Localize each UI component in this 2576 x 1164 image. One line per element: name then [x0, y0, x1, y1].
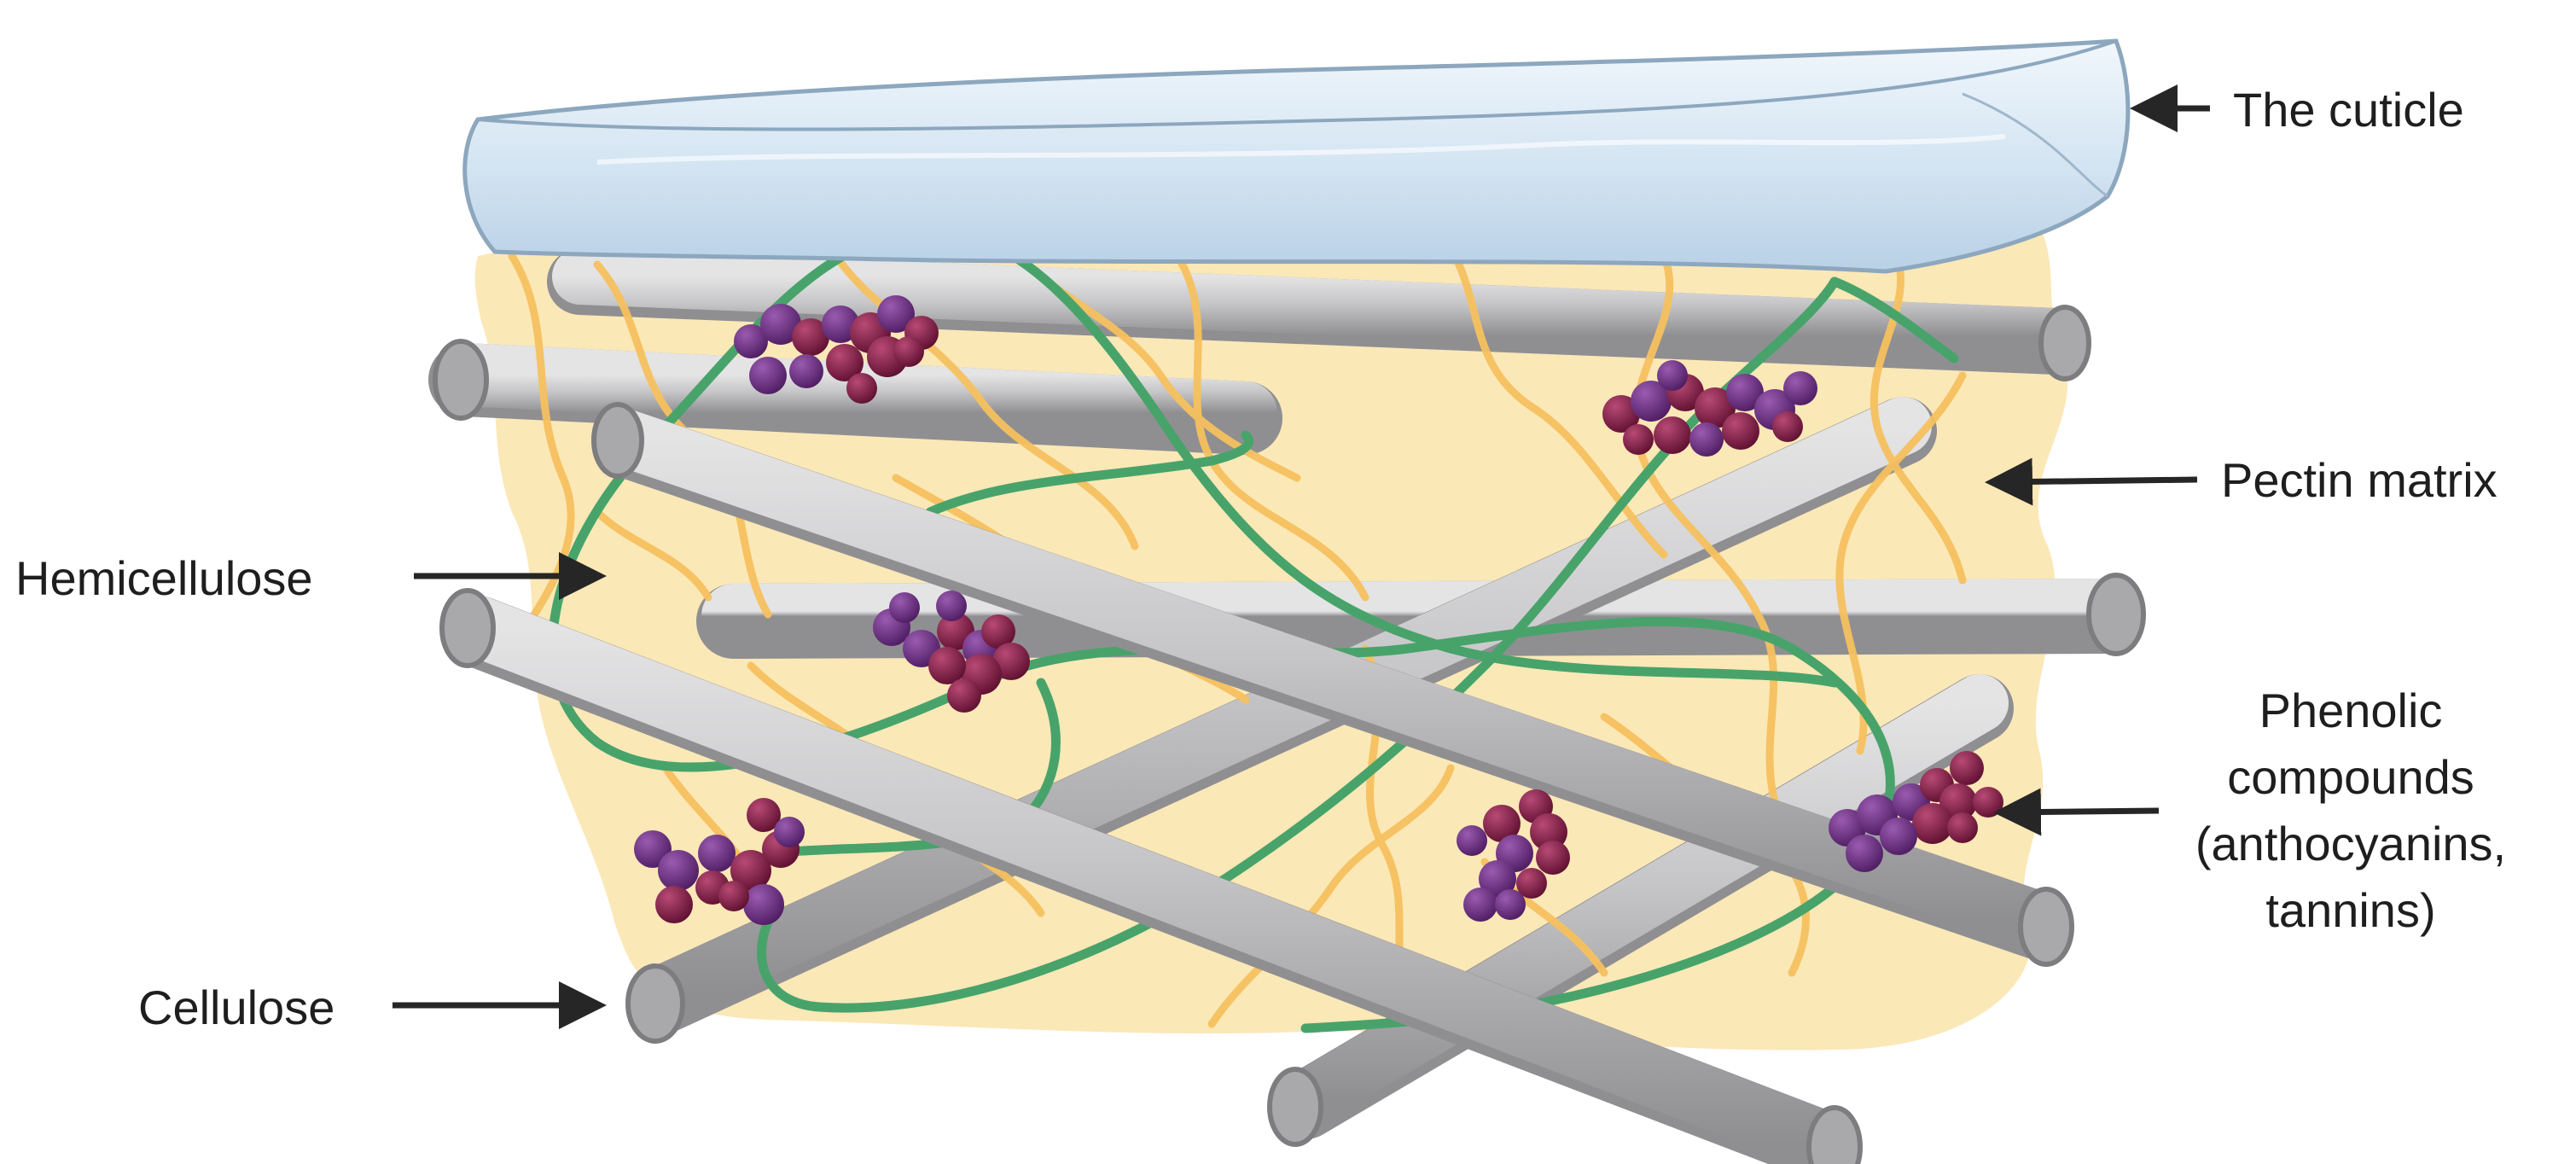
phenolic-label-line: tannins) — [2265, 883, 2435, 937]
phenolic-label-line: (anthocyanins, — [2195, 817, 2506, 870]
phenolic-label-line: Phenolic — [2259, 684, 2443, 737]
hemicellulose-label: Hemicellulose — [15, 551, 313, 605]
cellulose-label: Cellulose — [138, 981, 334, 1034]
cuticle-label: The cuticle — [2233, 83, 2464, 137]
phenolic-label: Phenolic compounds (anthocyanins, tannin… — [2195, 684, 2506, 937]
phenolic-label-line: compounds — [2227, 750, 2474, 804]
pectin-matrix-label: Pectin matrix — [2221, 453, 2497, 507]
phenolic-arrow — [2005, 811, 2159, 812]
cuticle-layer — [465, 41, 2128, 271]
pectin-arrow — [1997, 480, 2197, 482]
